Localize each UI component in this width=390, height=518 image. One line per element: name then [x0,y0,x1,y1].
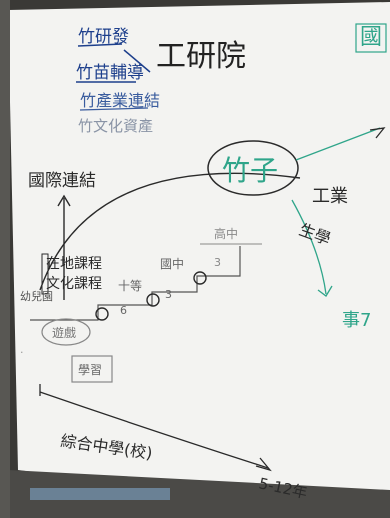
stage-label-3: 國中 [160,256,184,271]
stage-label-1: 十等 [118,279,142,293]
side-label-1: 工業 [312,186,348,207]
underline-3 [79,107,149,111]
step-circle-1 [95,307,109,321]
stage-label-4: 高中 [214,226,238,241]
black-arrow-head [369,127,386,139]
marker-on-tray [30,488,170,500]
board-surface [8,2,390,518]
timeline-arrow [39,391,269,469]
play-note: 遊戲 [52,325,76,340]
curriculum-1: 在地課程 [46,256,102,272]
up-arrow-head [57,194,71,207]
kindergarten-label: 幼兒園 [20,290,53,303]
box-note: 學習 [78,363,102,377]
timeline-arrow-head [255,457,272,472]
edge-box [355,23,387,53]
underline-1 [77,43,123,47]
bamboo-item-2: 竹苗輔導 [76,63,144,83]
edge-text: 國 [360,25,382,50]
center-ellipse [207,140,299,196]
bamboo-item-1: 竹研發 [78,27,129,47]
stage-number-2: 3 [165,288,172,301]
step-circle-3 [193,271,207,285]
teal-arrow-bottom [291,199,327,295]
stage-number-1: 6 [120,304,127,317]
right-mark: 事7 [342,310,371,331]
title-connector [123,49,151,73]
stage-number-3: 3 [214,256,221,269]
teal-arrow-head [317,285,333,297]
center-label: 竹子 [222,154,278,187]
board-tray [8,470,390,518]
play-ellipse [41,318,91,346]
bamboo-item-4: 竹文化資產 [78,117,153,135]
industry-label: 國際連結 [28,171,96,191]
step-circle-2 [146,293,160,307]
note-box [71,355,113,383]
board-frame-left [0,0,10,518]
curriculum-bracket [41,253,49,295]
main-arc [39,172,301,291]
title: 工研院 [156,39,246,74]
stair-line [30,246,241,321]
curriculum-2: 文化課程 [46,276,102,292]
faint-mark: · [20,346,24,359]
teal-arrow-top [295,127,381,161]
bamboo-item-3: 竹產業連結 [80,91,160,110]
